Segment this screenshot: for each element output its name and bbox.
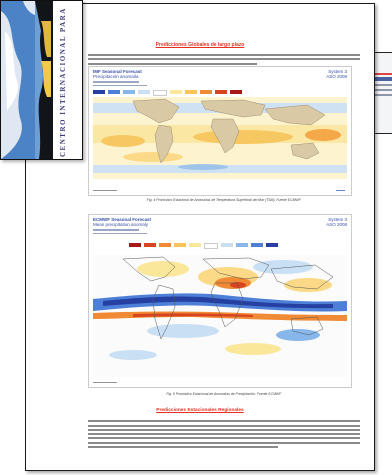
panel-header-right: System 3 ASO 2008	[326, 69, 347, 79]
panel-heading: IMF Seasonal Forecast	[93, 69, 142, 74]
panel-footnote: ▬▬▬▬▬▬▬▬	[93, 380, 117, 384]
text-line	[88, 437, 360, 440]
legend-swatch	[170, 90, 182, 94]
background-text-line	[373, 89, 392, 91]
legend-swatch	[123, 90, 135, 94]
panel-footnote: ▬▬▬▬▬▬▬▬	[93, 188, 117, 192]
panel-period-label: ASO 2008	[326, 74, 347, 79]
legend-swatch	[174, 243, 186, 247]
precipitation-anomaly-map	[93, 255, 347, 377]
color-legend	[93, 90, 242, 96]
legend-swatch	[236, 243, 248, 247]
text-line	[88, 54, 360, 57]
sst-anomaly-map	[93, 97, 347, 179]
text-line	[88, 446, 279, 449]
legend-swatch	[221, 243, 233, 247]
background-heading-bar	[372, 77, 392, 81]
precipitation-anomaly-map-graphic	[93, 255, 347, 377]
cover-thumbnail: CENTRO INTERNACIONAL PARA	[0, 0, 83, 160]
legend-swatch	[230, 90, 242, 94]
panel-system-label: System 3	[328, 217, 347, 222]
legend-swatch	[159, 243, 171, 247]
sst-forecast-panel: IMF Seasonal Forecast Precipitación anom…	[88, 66, 352, 196]
section-title: Predicciones Estacionales Regionales	[156, 408, 244, 413]
legend-swatch	[189, 243, 201, 247]
panel-header-right: System 3 ASO 2008	[326, 217, 347, 227]
panel-meta-line	[93, 232, 147, 234]
panel-logo: ▬▬▬	[336, 188, 345, 192]
panel-header-left: ECMWF Seasonal Forecast Mean precipitati…	[93, 217, 151, 234]
sst-panel-caption: Fig. 4 Pronóstico Estacional de Anomalía…	[146, 198, 302, 202]
panel-system-label: System 3	[328, 69, 347, 74]
text-line	[88, 433, 360, 436]
legend-swatch	[266, 243, 278, 247]
precipitation-panel-caption: Fig. 5 Pronóstico Estacional de Anomalía…	[166, 392, 282, 396]
background-text-line	[373, 84, 392, 86]
panel-subheading: Precipitación anomalía	[93, 74, 139, 79]
legend-swatch	[251, 243, 263, 247]
legend-swatch	[144, 243, 156, 247]
background-red-rule	[372, 73, 392, 75]
panel-meta-line	[93, 81, 139, 83]
section-paragraph	[88, 418, 360, 450]
document-page: Predicciones Globales de largo plazo IMF…	[25, 3, 375, 471]
legend-swatch	[153, 90, 167, 96]
panel-meta-line	[93, 229, 139, 231]
panel-meta-line	[93, 84, 147, 86]
legend-swatch	[129, 243, 141, 247]
legend-swatch	[200, 90, 212, 94]
document-title: Predicciones Globales de largo plazo	[155, 42, 245, 48]
text-line	[88, 62, 257, 65]
background-text-line	[373, 94, 392, 96]
intro-paragraph	[88, 52, 360, 67]
text-line	[88, 428, 360, 431]
legend-swatch	[93, 90, 105, 94]
panel-header-left: IMF Seasonal Forecast Precipitación anom…	[93, 69, 147, 86]
color-legend	[129, 243, 278, 249]
legend-swatch	[138, 90, 150, 94]
text-line	[88, 58, 360, 61]
text-line	[88, 424, 360, 427]
panel-subheading: Mean precipitation anomaly	[93, 222, 149, 227]
sst-anomaly-map-graphic	[93, 97, 347, 179]
legend-swatch	[204, 243, 218, 249]
text-line	[88, 441, 360, 444]
panel-heading: ECMWF Seasonal Forecast	[93, 217, 152, 222]
legend-swatch	[215, 90, 227, 94]
legend-swatch	[108, 90, 120, 94]
legend-swatch	[185, 90, 197, 94]
text-line	[88, 420, 360, 423]
cover-satellite-graphic	[1, 1, 53, 159]
panel-period-label: ASO 2008	[326, 222, 347, 227]
cover-vertical-title: CENTRO INTERNACIONAL PARA	[59, 7, 67, 157]
precipitation-forecast-panel: ECMWF Seasonal Forecast Mean precipitati…	[88, 214, 352, 388]
cover-satellite-image	[1, 1, 53, 159]
